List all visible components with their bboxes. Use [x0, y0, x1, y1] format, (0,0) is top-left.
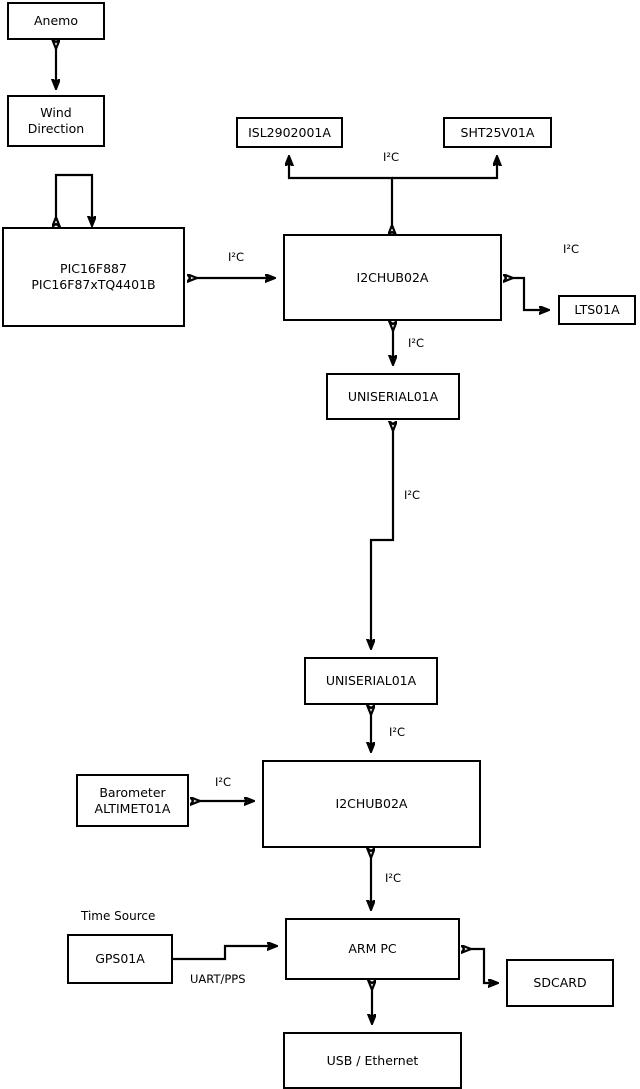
wire-gps-armpc [173, 946, 276, 961]
wire-pic-wind [56, 173, 92, 225]
node-armpc[interactable]: ARM PC [285, 918, 460, 980]
lbl-pic-hub: I²C [228, 250, 245, 264]
node-label-isl: ISL2902001A [248, 124, 331, 140]
node-label-wind: Wind Direction [27, 105, 85, 136]
node-anemo[interactable]: Anemo [7, 2, 105, 40]
lbl-gps-arm: UART/PPS [190, 972, 246, 986]
node-label-pic: PIC16F887 PIC16F87xTQ4401B [31, 261, 156, 292]
node-hub_top[interactable]: I2CHUB02A [283, 234, 502, 321]
node-label-hub_top: I2CHUB02A [356, 269, 429, 285]
wire-uniserial-link [371, 430, 393, 648]
node-usbeth[interactable]: USB / Ethernet [283, 1032, 462, 1089]
node-uniserial_dn[interactable]: UNISERIAL01A [304, 657, 438, 705]
time-source-label: Time Source [81, 909, 156, 923]
lbl-sensors-hub: I²C [383, 150, 400, 164]
node-hub_bot[interactable]: I2CHUB02A [262, 760, 481, 848]
node-label-usbeth: USB / Ethernet [326, 1052, 419, 1068]
node-label-hub_bot: I2CHUB02A [335, 796, 408, 812]
node-label-gps: GPS01A [95, 951, 145, 967]
node-pic[interactable]: PIC16F887 PIC16F87xTQ4401B [2, 227, 185, 327]
lbl-hub-uniser: I²C [408, 336, 425, 350]
node-label-sht: SHT25V01A [460, 124, 535, 140]
node-barometer[interactable]: Barometer ALTIMET01A [76, 774, 189, 827]
wire-hub-lts [512, 278, 548, 310]
wire-hub-isl-sht [289, 157, 392, 226]
node-wind[interactable]: Wind Direction [7, 95, 105, 147]
wire-armpc-sdcard [470, 949, 497, 983]
node-lts[interactable]: LTS01A [558, 295, 636, 325]
lbl-baro-hub: I²C [215, 775, 232, 789]
node-label-sdcard: SDCARD [533, 975, 587, 991]
node-sdcard[interactable]: SDCARD [506, 959, 614, 1007]
node-label-uniserial_dn: UNISERIAL01A [325, 673, 417, 689]
node-label-barometer: Barometer ALTIMET01A [94, 784, 171, 816]
lbl-hub-lts: I²C [563, 242, 580, 256]
node-label-uniserial_up: UNISERIAL01A [347, 388, 439, 404]
node-sht[interactable]: SHT25V01A [443, 117, 552, 148]
lbl-uniser-hubbot: I²C [389, 725, 406, 739]
node-isl[interactable]: ISL2902001A [236, 117, 343, 148]
node-label-anemo: Anemo [34, 13, 78, 29]
lbl-uniser-link: I²C [404, 488, 421, 502]
node-label-armpc: ARM PC [348, 941, 397, 957]
node-gps[interactable]: GPS01A [67, 934, 173, 984]
wire-hub-sht-branch [392, 157, 497, 180]
lbl-hubbot-arm: I²C [385, 871, 402, 885]
node-uniserial_up[interactable]: UNISERIAL01A [326, 373, 460, 420]
node-label-lts: LTS01A [574, 302, 620, 318]
